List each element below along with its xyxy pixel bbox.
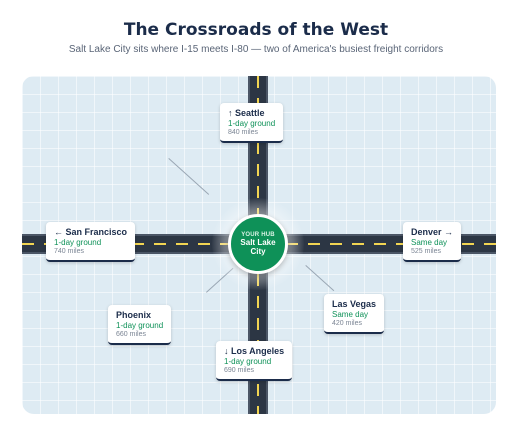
destination-card-denver[interactable]: Denver → Same day 525 miles <box>403 222 462 262</box>
page-subtitle: Salt Lake City sits where I-15 meets I-8… <box>68 44 444 55</box>
destination-miles: 690 miles <box>224 367 254 374</box>
hub-city-name: Salt Lake City <box>240 238 276 256</box>
destination-speed: 1-day ground <box>116 321 164 330</box>
destination-card-seattle[interactable]: ↑ Seattle 1-day ground 840 miles <box>220 103 284 143</box>
hub-tag: YOUR HUB <box>241 232 275 238</box>
destination-city: ↓ Los Angeles <box>224 346 285 356</box>
destination-speed: Same day <box>332 310 369 319</box>
crossroads-map: YOUR HUB Salt Lake City ↑ Seattle 1-day … <box>22 76 496 414</box>
destination-city: Las Vegas <box>332 299 377 309</box>
destination-miles: 840 miles <box>228 129 258 136</box>
destination-city: ← San Francisco <box>54 227 128 237</box>
destination-card-los-angeles[interactable]: ↓ Los Angeles 1-day ground 690 miles <box>216 341 293 381</box>
destination-miles: 660 miles <box>116 331 146 338</box>
destination-speed: 1-day ground <box>228 119 276 128</box>
destination-speed: 1-day ground <box>224 357 272 366</box>
destination-city: Phoenix <box>116 310 152 320</box>
connector-line-nw <box>168 158 210 195</box>
destination-card-san-francisco[interactable]: ← San Francisco 1-day ground 740 miles <box>46 222 136 262</box>
destination-miles: 525 miles <box>411 248 441 255</box>
destination-miles: 420 miles <box>332 320 362 327</box>
destination-card-phoenix[interactable]: Phoenix 1-day ground 660 miles <box>108 305 172 345</box>
hub-marker[interactable]: YOUR HUB Salt Lake City <box>228 214 288 274</box>
destination-city: ↑ Seattle <box>228 108 265 118</box>
page-title: The Crossroads of the West <box>123 20 389 40</box>
destination-miles: 740 miles <box>54 248 84 255</box>
connector-line-se <box>305 265 335 292</box>
destination-city: Denver → <box>411 227 454 237</box>
destination-speed: Same day <box>411 238 448 247</box>
destination-card-las-vegas[interactable]: Las Vegas Same day 420 miles <box>324 294 385 334</box>
destination-speed: 1-day ground <box>54 238 102 247</box>
